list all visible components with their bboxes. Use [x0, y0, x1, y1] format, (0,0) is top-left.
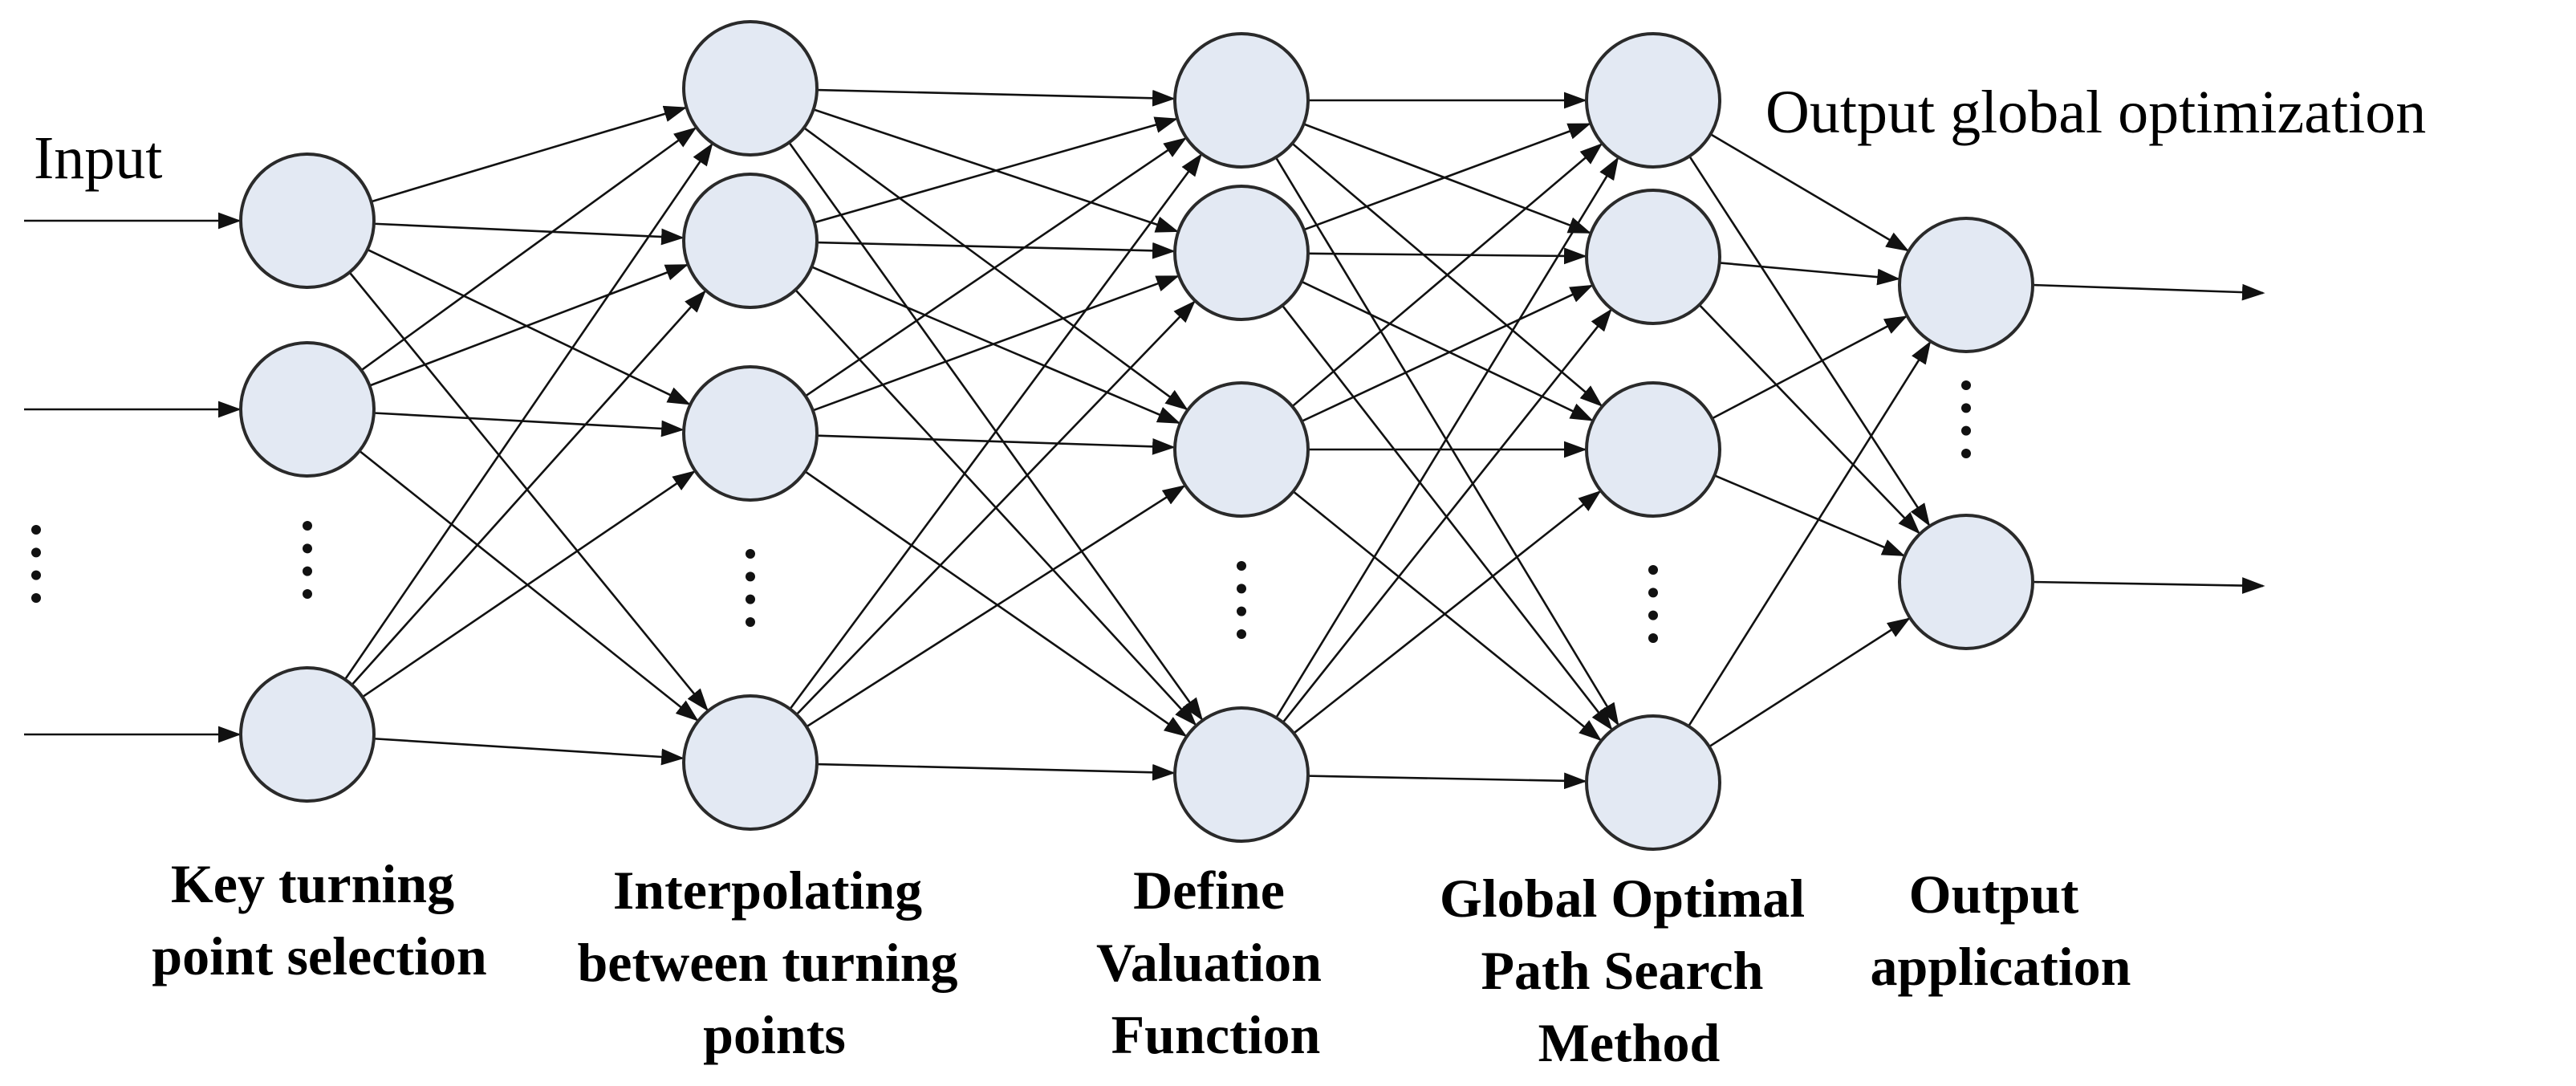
edge-l2n0-l3n3: [1274, 157, 1619, 726]
edge-l0n2-l1n1: [351, 290, 706, 686]
output-label: Output global optimization: [1765, 79, 2426, 146]
edge-l1n1-l2n1: [816, 241, 1176, 259]
edge-l2n3-l3n3: [1307, 772, 1587, 790]
edge-l1n3-l2n3: [816, 763, 1176, 781]
edge-l3n2-l4n0: [1711, 315, 1908, 420]
connection-edges: [343, 88, 1932, 790]
edge-l0n0-l1n2: [367, 248, 691, 405]
edge-l2n0-l3n1: [1303, 123, 1591, 234]
edge-l1n1-l2n2: [811, 266, 1181, 424]
edge-l2n3-l3n0: [1275, 157, 1619, 718]
ellipsis-dot-c3-0: [1237, 561, 1246, 571]
node-l2-n1: [1173, 185, 1310, 321]
edge-l0n2-l1n2: [361, 470, 696, 698]
edge-l0n1-l1n1: [369, 264, 689, 387]
ellipsis-dot-c4-0: [1648, 565, 1658, 575]
ellipsis-dot-c1-3: [303, 589, 312, 599]
edge-l2n3-l3n2: [1293, 490, 1602, 734]
io-arrows: [24, 212, 2265, 743]
edge-l1n3-l2n0: [789, 153, 1202, 710]
ellipsis-dot-c4-2: [1648, 610, 1658, 620]
edge-l2n2-l3n0: [1291, 143, 1603, 408]
ellipsis-dot-c0-1: [31, 547, 41, 558]
node-l2-n3: [1173, 706, 1310, 843]
layer-labels: Key turning point selection Interpolatin…: [152, 853, 2131, 1073]
edge-l0n2-l1n3: [373, 737, 685, 766]
output-arrow-1: [2032, 577, 2265, 594]
node-l3-n0: [1585, 32, 1721, 169]
node-l2-n0: [1173, 32, 1310, 169]
edge-l1n2-l2n1: [812, 275, 1180, 412]
ellipsis-dot-c5-3: [1961, 449, 1971, 458]
node-l0-n2: [239, 666, 376, 803]
neuron-nodes: [239, 20, 2034, 851]
node-l3-n3: [1585, 714, 1721, 851]
edge-l0n0-l1n3: [348, 271, 709, 712]
ellipsis-dot-c0-2: [31, 570, 41, 580]
layer-label-key-turning: Key turning point selection: [152, 853, 486, 986]
edge-l0n2-l1n0: [343, 142, 713, 681]
ellipsis-dot-c4-3: [1648, 633, 1658, 643]
input-label: Input: [34, 124, 162, 192]
layer-label-interpolating: Interpolating between turning points: [577, 860, 971, 1065]
ellipsis-dot-c5-2: [1961, 425, 1971, 436]
layer-label-global-optimal: Global Optimal Path Search Method: [1440, 868, 1818, 1073]
ellipsis-dot-c3-2: [1237, 606, 1246, 616]
edge-l2n1-l3n0: [1303, 123, 1591, 231]
ellipsis-dot-c1-1: [303, 543, 312, 554]
ellipsis-dot-c0-0: [31, 525, 41, 535]
node-l2-n2: [1173, 381, 1310, 518]
ellipsis-dot-c2-3: [746, 617, 755, 627]
output-arrow-0: [2032, 283, 2265, 301]
node-l1-n0: [682, 20, 819, 157]
layer-label-define-valuation: Define Valuation Function: [1096, 860, 1335, 1065]
edge-l1n1-l2n0: [814, 116, 1178, 224]
node-l1-n3: [682, 694, 819, 831]
ellipsis-dot-c3-1: [1237, 584, 1246, 594]
edge-l1n3-l2n2: [806, 485, 1186, 728]
ellipsis-dot-c2-0: [746, 549, 755, 559]
edge-l1n2-l2n3: [804, 470, 1188, 737]
edge-l2n3-l3n1: [1282, 308, 1612, 723]
edge-l1n2-l2n0: [804, 137, 1187, 397]
edge-l1n0-l2n0: [816, 88, 1176, 107]
edge-l1n3-l2n1: [795, 300, 1196, 716]
ellipsis-dot-c2-1: [746, 571, 755, 582]
edge-l3n0-l4n1: [1688, 155, 1931, 527]
edge-l0n1-l1n2: [373, 412, 685, 437]
edge-l0n1-l1n0: [360, 127, 697, 372]
edge-l2n2-l3n3: [1292, 490, 1602, 742]
edge-l2n2-l3n1: [1301, 284, 1594, 423]
node-l0-n1: [239, 341, 376, 478]
ellipsis-dot-c3-3: [1237, 629, 1246, 639]
ellipsis-dots: [31, 380, 1971, 643]
ellipsis-dot-c2-2: [746, 594, 755, 604]
edge-l3n3-l4n0: [1688, 340, 1932, 727]
layer-label-output-application: Output application: [1871, 864, 2131, 997]
ellipsis-dot-c1-0: [303, 521, 312, 531]
edge-l2n1-l3n1: [1307, 247, 1587, 265]
edge-l3n1-l4n1: [1698, 303, 1920, 535]
edge-l1n2-l2n2: [816, 434, 1176, 455]
edge-l0n0-l1n0: [371, 105, 688, 203]
node-l0-n0: [239, 153, 376, 289]
node-l4-n1: [1898, 514, 2034, 650]
edge-l3n0-l4n0: [1709, 133, 1910, 252]
node-l1-n1: [682, 173, 819, 309]
ellipsis-dot-c5-0: [1961, 380, 1971, 390]
edge-l0n0-l1n1: [373, 222, 685, 246]
node-l1-n2: [682, 365, 819, 502]
ellipsis-dot-c1-2: [303, 566, 312, 576]
node-l4-n0: [1898, 217, 2034, 353]
edge-l3n2-l4n1: [1713, 474, 1906, 557]
ellipsis-dot-c0-3: [31, 593, 41, 603]
node-l3-n1: [1585, 189, 1721, 325]
ellipsis-dot-c5-1: [1961, 403, 1971, 413]
edge-l2n1-l3n2: [1301, 280, 1594, 421]
node-l3-n2: [1585, 381, 1721, 518]
edge-l3n1-l4n0: [1719, 262, 1900, 286]
ellipsis-dot-c4-1: [1648, 588, 1658, 598]
edge-l3n3-l4n1: [1709, 617, 1911, 748]
